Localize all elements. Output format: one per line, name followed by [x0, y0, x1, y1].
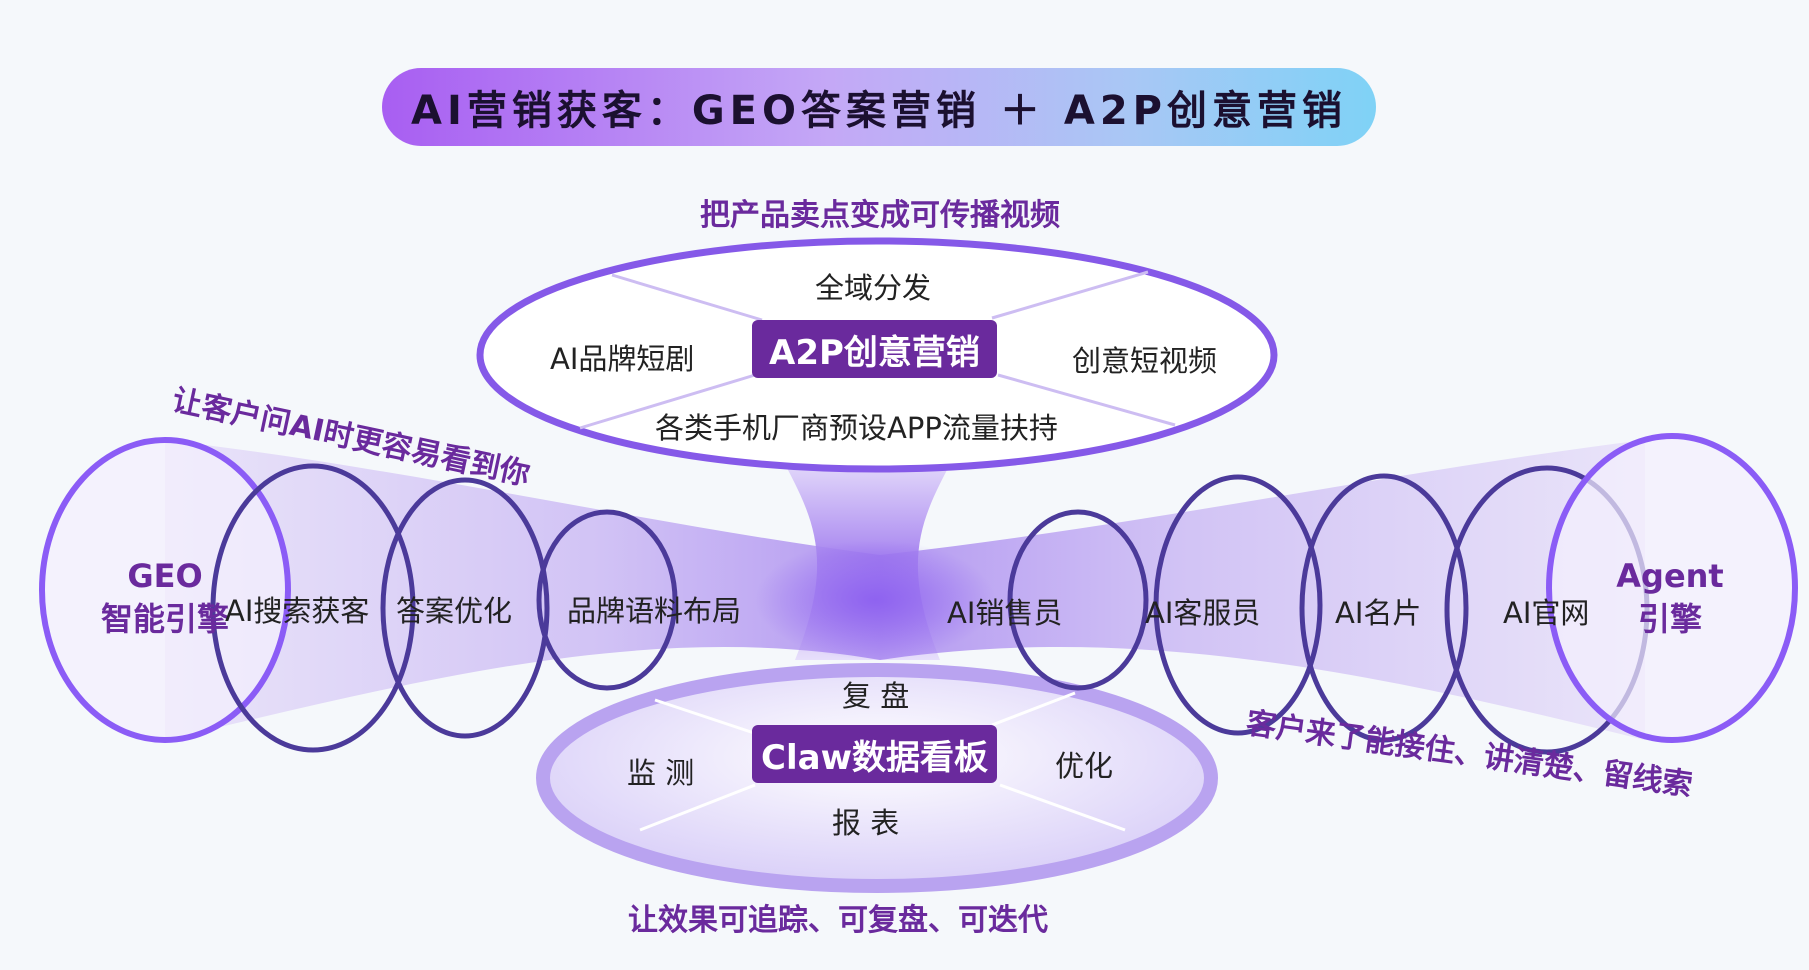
bottom-item-optimize: 优化: [1055, 749, 1114, 783]
right-ring-label-service: AI客服员: [1145, 596, 1261, 630]
left-ring-label-answer: 答案优化: [396, 594, 513, 628]
left-ring-label-corpus: 品牌语料布局: [567, 594, 742, 628]
agent-engine-subtitle: 引擎: [1637, 600, 1702, 639]
geo-engine-subtitle: 智能引擎: [100, 600, 229, 639]
top-caption: 把产品卖点变成可传播视频: [700, 198, 1060, 233]
a2p-center-label: A2P创意营销: [752, 320, 997, 378]
left-ring-1: [210, 463, 416, 753]
center-glow: [755, 540, 995, 660]
left-ring-3: [536, 509, 678, 691]
left-beam: [165, 440, 880, 740]
title-banner: AI营销获客：GEO答案营销 ＋ A2P创意营销: [382, 68, 1376, 146]
bottom-item-monitor: 监 测: [627, 756, 695, 790]
bottom-item-review: 复 盘: [842, 679, 910, 713]
claw-center-label: Claw数据看板: [752, 725, 997, 783]
right-ring-1: [1007, 509, 1149, 691]
bottom-item-report: 报 表: [832, 806, 900, 840]
left-ring-2: [380, 477, 550, 739]
top-item-distribution: 全域分发: [815, 271, 932, 305]
top-divider: [611, 273, 763, 322]
bottom-divider: [999, 783, 1126, 832]
top-item-brand-drama: AI品牌短剧: [550, 342, 695, 376]
geo-engine-ring: [39, 437, 291, 743]
agent-engine-title: Agent: [1616, 557, 1724, 595]
right-ring-label-card: AI名片: [1335, 596, 1422, 630]
bottom-divider: [654, 698, 761, 737]
top-divider: [997, 373, 1176, 427]
left-ring-label-search: AI搜索获客: [225, 594, 370, 628]
page-title: AI营销获客：GEO答案营销 ＋ A2P创意营销: [411, 88, 1347, 134]
agent-engine-ring: [1546, 433, 1798, 743]
right-ring-3: [1299, 473, 1469, 743]
agent-engine-label: Agent 引擎: [1585, 555, 1755, 641]
bottom-divider: [991, 691, 1076, 727]
geo-engine-title: GEO: [127, 557, 203, 595]
right-ring-label-sales: AI销售员: [947, 596, 1063, 630]
bottom-caption: 让效果可追踪、可复盘、可迭代: [628, 903, 1048, 938]
top-divider: [579, 373, 756, 430]
top-item-preinstall-traffic: 各类手机厂商预设APP流量扶持: [655, 411, 1058, 445]
top-item-short-video: 创意短视频: [1072, 344, 1218, 378]
geo-engine-label: GEO 智能引擎: [55, 555, 275, 641]
bottom-divider: [639, 783, 756, 832]
right-ring-2: [1153, 474, 1323, 736]
right-ring-label-website: AI官网: [1503, 596, 1590, 630]
top-divider: [991, 270, 1149, 320]
